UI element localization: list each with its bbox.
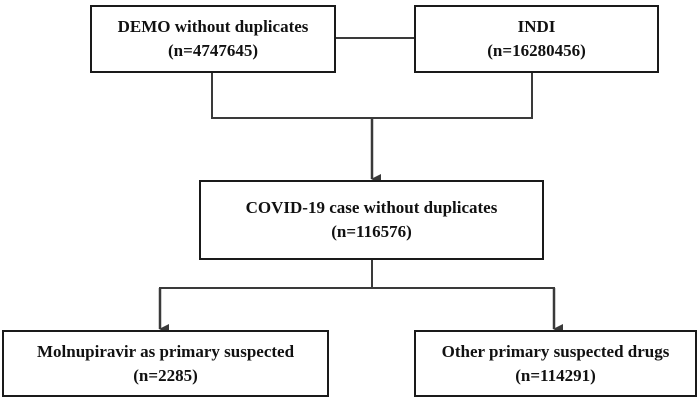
other-drugs-box-title: Other primary suspected drugs xyxy=(441,341,670,361)
demo-box-count: (n=4747645) xyxy=(168,41,258,60)
covid-box: COVID-19 case without duplicates (n=1165… xyxy=(199,180,544,260)
indi-box-title: INDI xyxy=(517,17,556,36)
other-drugs-box: Other primary suspected drugs (n=114291) xyxy=(414,330,697,397)
molnupiravir-box-title: Molnupiravir as primary suspected xyxy=(36,341,295,361)
molnupiravir-box: Molnupiravir as primary suspected (n=228… xyxy=(2,330,329,397)
covid-box-title: COVID-19 case without duplicates xyxy=(245,198,498,217)
covid-box-count: (n=116576) xyxy=(331,222,412,241)
indi-box: INDI (n=16280456) xyxy=(414,5,659,73)
molnupiravir-box-count: (n=2285) xyxy=(133,365,198,385)
demo-box-title: DEMO without duplicates xyxy=(117,17,309,36)
indi-box-count: (n=16280456) xyxy=(487,41,586,60)
other-drugs-box-count: (n=114291) xyxy=(515,365,596,385)
demo-box: DEMO without duplicates (n=4747645) xyxy=(90,5,336,73)
